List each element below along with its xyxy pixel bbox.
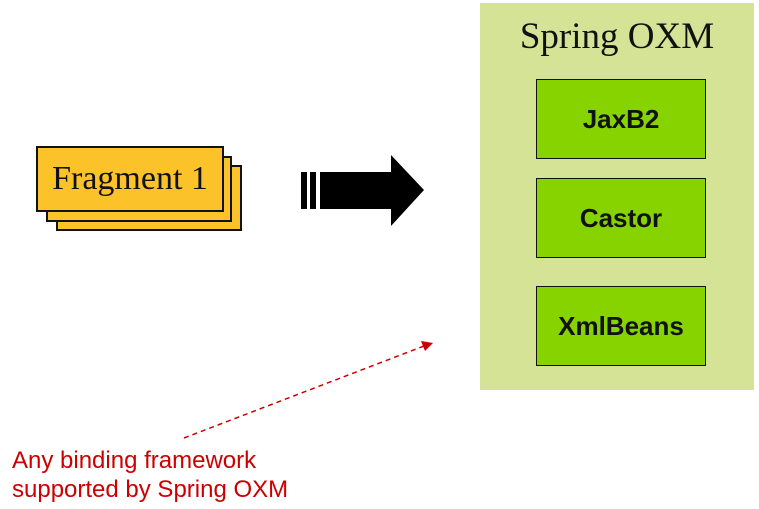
panel-title: Spring OXM bbox=[519, 16, 715, 57]
note-line-2: supported by Spring OXM bbox=[12, 476, 289, 503]
annotation-note: Any binding framework supported by Sprin… bbox=[12, 446, 288, 504]
framework-box-xmlbeans: XmlBeans bbox=[536, 286, 706, 366]
spring-oxm-panel: Spring OXM JaxB2 Castor XmlBeans bbox=[480, 3, 754, 390]
right-arrow-icon bbox=[301, 155, 424, 226]
fragment-card-front: Fragment 1 bbox=[36, 146, 224, 212]
framework-box-jaxb2: JaxB2 bbox=[536, 79, 706, 159]
fragment-label: Fragment 1 bbox=[52, 160, 208, 197]
framework-box-castor: Castor bbox=[536, 178, 706, 258]
note-line-1: Any binding framework bbox=[12, 447, 257, 474]
